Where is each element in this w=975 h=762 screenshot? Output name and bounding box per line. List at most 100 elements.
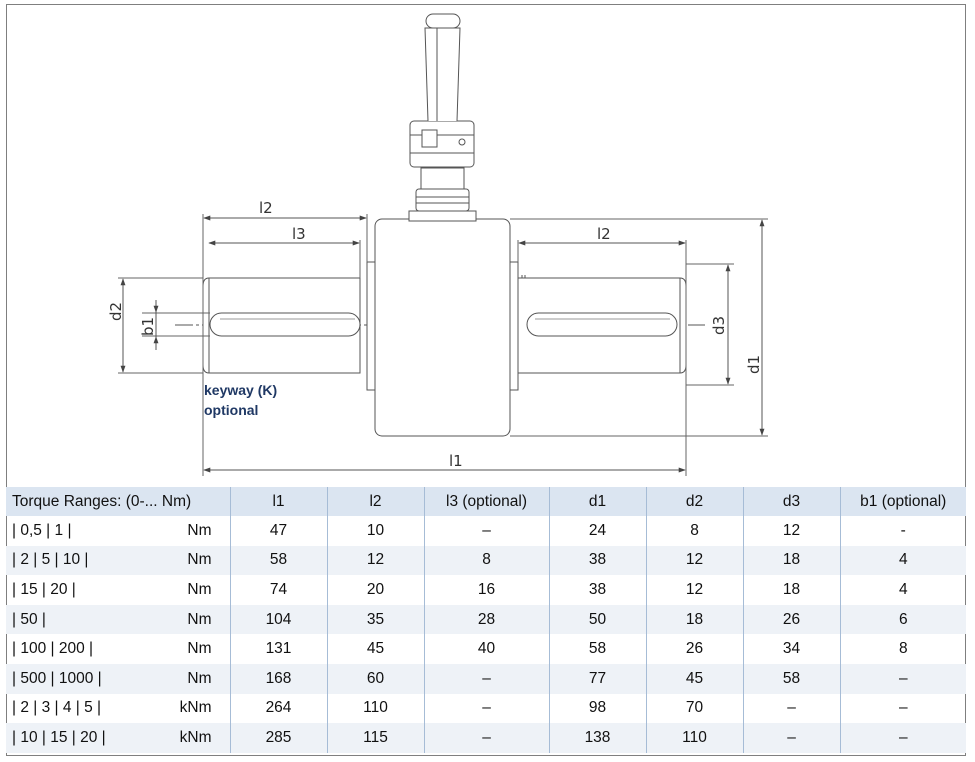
cell-d3: 18: [743, 545, 841, 576]
cell-l1: 285: [230, 723, 328, 753]
range-label: | 2 | 3 | 4 | 5 |: [12, 699, 102, 717]
cell-l3: 40: [424, 634, 550, 664]
cell-d3: –: [743, 693, 841, 724]
cell-l1: 58: [230, 545, 328, 576]
cell-l2: 12: [327, 545, 425, 576]
cell-d3: 18: [743, 575, 841, 605]
cell-l2: 45: [327, 634, 425, 664]
cell-b1: –: [840, 723, 966, 753]
cell-l2: 35: [327, 604, 425, 635]
cell-l1: 47: [230, 516, 328, 546]
label-l1: l1: [449, 452, 463, 470]
cell-l3: –: [424, 693, 550, 724]
cell-b1: –: [898, 699, 908, 717]
header-l3: l3 (optional): [424, 487, 550, 516]
label-l2-left: l2: [259, 199, 273, 217]
cell-b1: –: [840, 663, 966, 694]
range-label: | 10 | 15 | 20 |: [12, 728, 106, 746]
table-row: | 100 | 200 |Nm 131 45 40 58 26 34 8: [6, 634, 966, 664]
header-torque-ranges: Torque Ranges: (0-... Nm): [6, 487, 231, 516]
cell-b1: 8: [898, 640, 908, 658]
cell-d2: 18: [646, 604, 744, 635]
cell-l3: –: [424, 723, 550, 753]
table-row: | 2 | 5 | 10 | Nm 58 12 8 38 12 18 4: [6, 545, 966, 576]
range-unit: Nm: [187, 640, 212, 658]
cell-range: | 15 | 20 | Nm: [6, 575, 231, 605]
label-d1: d1: [745, 355, 763, 374]
header-d3: d3: [743, 487, 841, 516]
cell-d2: 70: [646, 693, 744, 724]
cell-d3: 34: [743, 634, 841, 664]
table-row: | 500 | 1000 |Nm 168 60 – 77 45 58 –: [6, 663, 966, 694]
cell-b1: 4: [840, 545, 966, 576]
keyway-note: keyway (K) optional: [204, 380, 277, 420]
range-label: | 100 | 200 |: [12, 640, 94, 658]
keyway-note-line2: optional: [204, 402, 259, 418]
cell-l3: 16: [424, 575, 550, 605]
label-b1: b1: [139, 317, 157, 336]
range-unit: Nm: [187, 610, 212, 628]
cell-l2: 10: [327, 516, 425, 546]
cell-d1: 24: [549, 516, 647, 546]
cell-l2: 115: [327, 723, 425, 753]
cell-d2: 26: [646, 634, 744, 664]
cell-range: | 50 | Nm: [6, 604, 231, 635]
cell-d1: 38: [549, 575, 647, 605]
cell-range: | 100 | 200 | Nm: [6, 634, 231, 664]
cell-d2: 45: [646, 663, 744, 694]
cell-l1: 264: [230, 693, 328, 724]
cell-d2: 110: [646, 723, 744, 753]
cell-d3: 58: [743, 663, 841, 694]
table-header-row: Torque Ranges: (0-... Nm) l1 l2 l3 (opti…: [6, 487, 966, 516]
label-d2: d2: [107, 302, 125, 321]
range-label: | 50 |: [12, 610, 46, 628]
cell-range: | 2 | 3 | 4 | 5 | kNm: [6, 693, 231, 724]
cell-l3: 8: [424, 545, 550, 576]
range-label: | 500 | 1000 |: [12, 669, 102, 687]
technical-drawing: l2 l3 l2 l1 d2 b1 d3 d1: [107, 13, 768, 476]
table-row: | 2 | 3 | 4 | 5 |kNm 264 110 – 98 70 – –: [6, 693, 966, 724]
range-unit: Nm: [187, 551, 212, 569]
range-unit: Nm: [187, 580, 212, 598]
cell-d3: 26: [743, 604, 841, 635]
cell-d1: 98: [549, 693, 647, 724]
cell-l1: 131: [230, 634, 328, 664]
cell-range: | 0,5 | 1 | Nm: [6, 516, 231, 546]
label-l2-right: l2: [597, 225, 611, 243]
cell-d1: 38: [549, 545, 647, 576]
cell-range: | 10 | 15 | 20 |kNm: [6, 723, 231, 753]
cell-l3: 28: [424, 604, 550, 635]
table-row: | 15 | 20 |Nm 74 20 16 38 12 18 4: [6, 575, 966, 605]
connector: [408, 13, 477, 222]
range-unit: Nm: [187, 521, 212, 539]
cell-b1: 6: [840, 604, 966, 635]
cell-d1: 50: [549, 604, 647, 635]
cell-range: | 500 | 1000 | Nm: [6, 663, 231, 694]
table-row: | 50 |Nm 104 35 28 50 18 26 6: [6, 604, 966, 635]
cell-b1: -: [900, 521, 906, 539]
header-l1: l1: [230, 487, 328, 516]
header-d1: d1: [549, 487, 647, 516]
cell-b1: 4: [898, 580, 908, 598]
range-label: | 2 | 5 | 10 |: [12, 551, 89, 569]
sensor-body: [374, 218, 511, 437]
label-d3: d3: [710, 316, 728, 335]
range-label: | 15 | 20 |: [12, 580, 76, 598]
header-l2: l2: [327, 487, 425, 516]
table-row: | 0,5 | 1 |Nm 47 10 – 24 8 12 -: [6, 516, 966, 546]
table-row: | 10 | 15 | 20 |kNm 285 115 – 138 110 – …: [6, 723, 966, 753]
range-label: | 0,5 | 1 |: [12, 521, 72, 539]
left-collar: [366, 261, 376, 391]
cell-d2: 8: [646, 516, 744, 546]
cell-d2: 12: [646, 575, 744, 605]
range-unit: Nm: [187, 669, 212, 687]
range-unit: kNm: [179, 699, 212, 717]
header-b1: b1 (optional): [840, 487, 966, 516]
cell-l2: 60: [327, 663, 425, 694]
cell-d2: 12: [646, 545, 744, 576]
cell-d1: 138: [549, 723, 647, 753]
cell-range: | 2 | 5 | 10 | Nm: [6, 545, 231, 576]
right-collar: [509, 261, 519, 391]
left-keyway-slot: [209, 312, 361, 337]
cell-l1: 74: [230, 575, 328, 605]
